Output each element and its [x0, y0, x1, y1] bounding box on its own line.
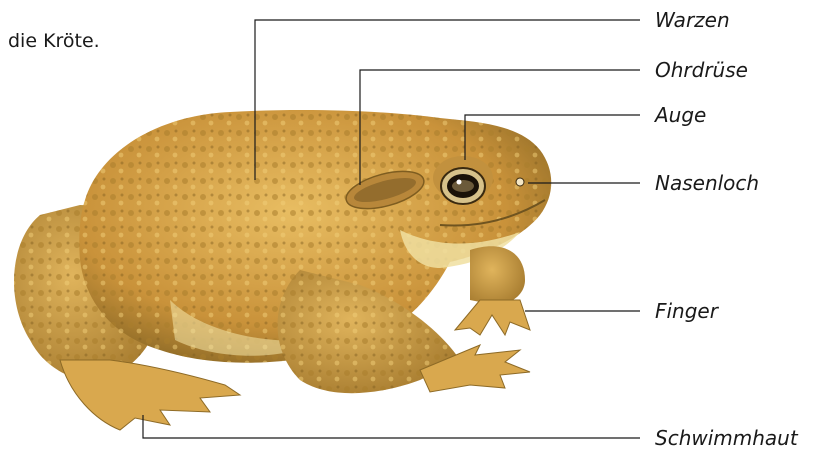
label-finger: Finger [655, 299, 718, 323]
label-eye: Auge [655, 103, 706, 127]
nostril [516, 178, 524, 186]
raised-arm [470, 246, 525, 305]
fingers [455, 300, 530, 335]
hind-foot [60, 360, 240, 430]
label-parotoid: Ohrdrüse [655, 58, 748, 82]
leader-webbing [143, 415, 640, 438]
label-webbing: Schwimmhaut [655, 426, 798, 450]
label-warts: Warzen [655, 8, 730, 32]
label-nostril: Nasenloch [655, 171, 759, 195]
